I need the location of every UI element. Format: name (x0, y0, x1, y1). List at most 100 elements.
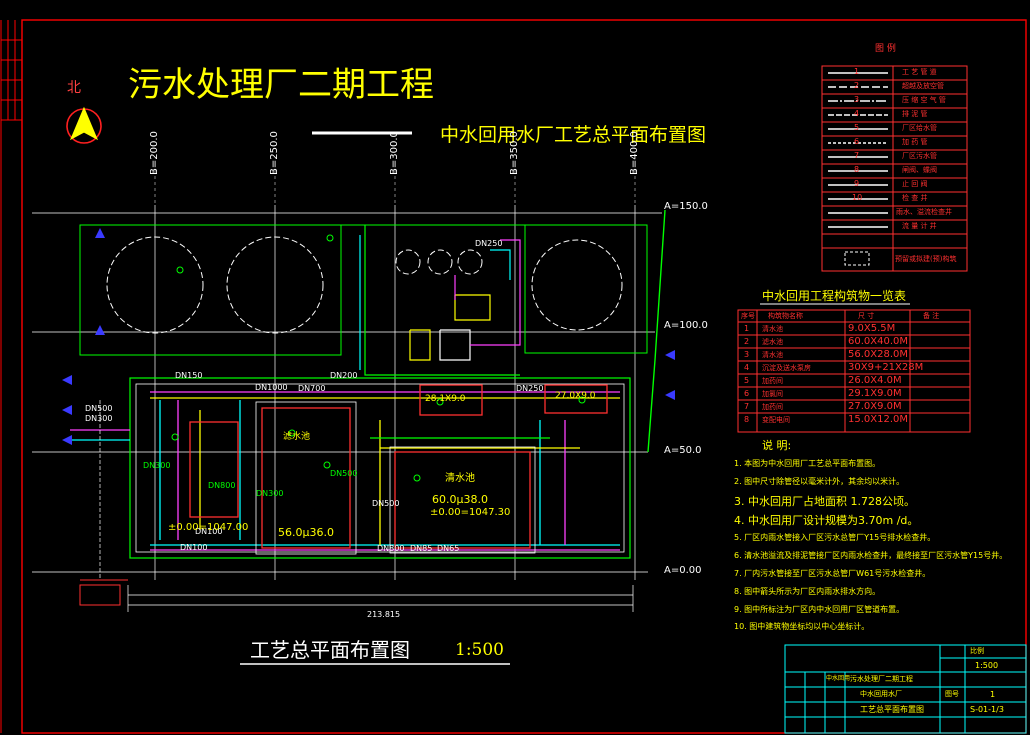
grid-label-a100: A=100.0 (664, 320, 708, 331)
table-cell-size: 60.0X40.0M (848, 336, 909, 347)
structures-table (737, 309, 971, 433)
table-header: 构筑物名称 (768, 312, 803, 320)
legend-rows: 1 工 艺 管 道 2 超越及放空管 3 压 缩 空 气 管 4 排 泥 管 5… (822, 66, 967, 263)
legend-label: 加 药 管 (902, 138, 928, 146)
building-b3-elev: ±0.00=1047.30 (430, 507, 511, 518)
table-cell-name: 加药间 (762, 403, 783, 411)
structures-title: 中水回用工程构筑物一览表 (762, 289, 907, 303)
legend-label: 压 缩 空 气 管 (902, 96, 946, 104)
note-item: 4. 中水回用厂设计规模为3.70m /d。 (734, 514, 919, 527)
legend-label: 止 回 阀 (902, 180, 928, 188)
title-block-unit: 中水回用 (826, 675, 851, 682)
legend-num: 4 (854, 109, 860, 118)
legend-label: 预留或拟建(预)构筑 (895, 255, 957, 263)
legend-num: 8 (854, 165, 860, 174)
pipe-label: DN250 (516, 384, 544, 393)
drawing-frame (21, 19, 1027, 734)
manholes (171, 234, 586, 482)
binding-strip (0, 20, 22, 733)
table-cell-size: 26.0X4.0M (848, 375, 902, 386)
structures-grid: 序号 构筑物名称 尺 寸 备 注 1 清水池 9.0X5.5M 2 滤水池 60… (738, 310, 970, 432)
main-pipes (70, 391, 620, 551)
legend-label: 工 艺 管 道 (902, 68, 937, 76)
title-block-scale-value: 1:500 (975, 661, 999, 670)
building-b4-name: 滤水池 (283, 432, 311, 442)
pipe-label: DN150 (175, 371, 203, 380)
table-cell-num: 6 (744, 389, 750, 398)
upper-pipes (359, 225, 521, 376)
pipe-label: DN800 (208, 481, 236, 490)
pipe-label: DN100 (180, 543, 208, 552)
table-cell-name: 清水池 (762, 351, 783, 359)
building-b4-elev: ±0.00=1047.00 (168, 522, 249, 533)
title-block-subproject: 中水回用水厂 (860, 690, 902, 698)
site-boundary (129, 377, 631, 559)
table-cell-num: 2 (744, 337, 750, 346)
pipe-label: DN65 (437, 544, 460, 553)
legend-label: 厂区污水管 (902, 152, 937, 160)
drawing-title: 中水回用水厂工艺总平面布置图 (440, 124, 707, 146)
project-title: 污水处理厂二期工程 (128, 65, 434, 105)
legend-num: 9 (854, 179, 860, 188)
table-header: 序号 (741, 312, 755, 320)
site-boundary-east (647, 209, 666, 453)
table-cell-name: 加药间 (762, 377, 783, 385)
legend-label: 闸阀、蝶阀 (902, 166, 937, 174)
building-b2-dims: 27.0X9.0 (555, 391, 596, 401)
table-cell-size: 9.0X5.5M (848, 323, 896, 334)
legend-label: 雨水、溢流检查井 (896, 208, 952, 216)
grid-label-a50: A=50.0 (664, 445, 702, 456)
legend-table (821, 65, 968, 272)
dimension-total: 213.815 (367, 610, 401, 619)
legend-label: 厂区给水管 (902, 124, 937, 132)
title-block-sheet-value: 1 (990, 690, 996, 699)
reserved-symbol (844, 251, 870, 266)
grid-label-b300: B=300.0 (389, 131, 400, 175)
upper-zone (79, 224, 648, 356)
table-cell-name: 清水池 (762, 325, 783, 333)
pipe-label: DN500 (330, 469, 358, 478)
table-cell-name: 滤水池 (762, 338, 783, 346)
grid-label-a0: A=0.00 (664, 565, 702, 576)
note-item: 7. 厂内污水管接至厂区污水总管厂W61号污水检查井。 (734, 569, 931, 578)
pipe-label: DN500 (85, 404, 113, 413)
north-arrow-icon (66, 106, 102, 144)
legend-num: 2 (854, 81, 860, 90)
legend-num: 1 (854, 67, 860, 76)
table-cell-num: 8 (744, 415, 750, 424)
notes-list: 1. 本图为中水回用厂工艺总平面布置图。 2. 图中尺寸除管径以毫米计外，其余均… (734, 460, 1024, 635)
pipe-label: DN100 (195, 527, 223, 536)
title-block-drawing-no: S-01-1/3 (970, 705, 1004, 714)
table-cell-size: 30X9+21X28M (848, 362, 924, 373)
table-cell-size: 29.1X9.0M (848, 388, 902, 399)
circular-tanks (106, 236, 623, 334)
legend-num: 3 (854, 95, 860, 104)
legend-title: 图 例 (875, 44, 896, 54)
plan-label: 工艺总平面布置图 (250, 638, 410, 662)
pipe-label: DN200 (330, 371, 358, 380)
note-item: 9. 图中所标注为厂区内中水回用厂区管道布置。 (734, 605, 905, 614)
title-block-sheet-label: 图号 (945, 690, 959, 698)
table-header: 备 注 (923, 312, 940, 320)
arrows (62, 228, 675, 445)
pipe-label: DN700 (298, 384, 326, 393)
notes-title: 说 明: (762, 439, 792, 452)
table-cell-num: 7 (744, 402, 750, 411)
legend-label: 流 量 计 井 (902, 222, 937, 230)
pipe-label: DN85 (410, 544, 433, 553)
legend-num: 6 (854, 137, 860, 146)
title-block-project: 污水处理厂二期工程 (850, 675, 913, 683)
note-item: 8. 图中箭头所示为厂区内雨水排水方向。 (734, 587, 881, 596)
buildings (189, 384, 608, 549)
legend-symbols (828, 72, 888, 228)
outfall-box (79, 584, 121, 606)
table-cell-name: 变配电间 (762, 416, 790, 424)
legend-label: 检 查 井 (902, 194, 928, 202)
table-cell-name: 加氯间 (762, 390, 783, 398)
table-cell-name: 沉淀及送水泵房 (762, 364, 811, 372)
building-b4-dims: 56.0μ36.0 (278, 526, 334, 539)
table-cell-num: 4 (744, 363, 750, 372)
legend-label: 超越及放空管 (902, 82, 944, 90)
note-item: 10. 图中建筑物坐标均以中心坐标计。 (734, 622, 870, 631)
